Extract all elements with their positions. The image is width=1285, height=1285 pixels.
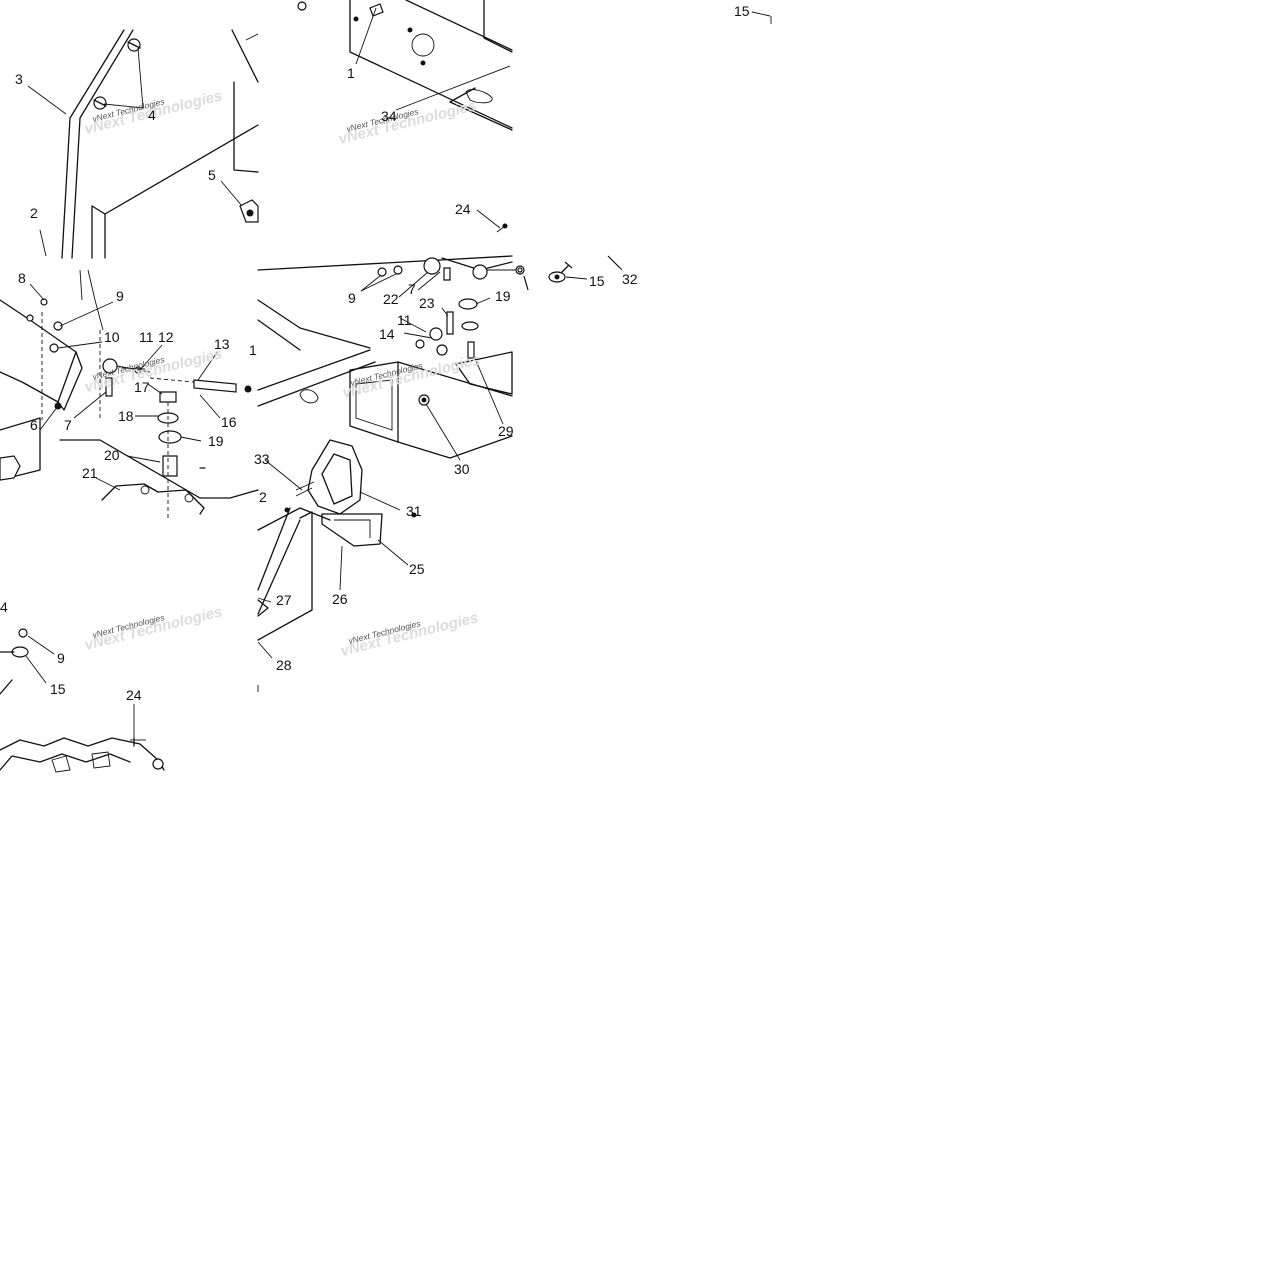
callout-7: 7 [408, 281, 416, 297]
callout-31: 31 [406, 503, 422, 519]
callout-10: 10 [104, 329, 120, 345]
roll-bar-tube [61, 29, 134, 259]
fastener-part-5 [239, 199, 259, 223]
callout-16: 16 [221, 414, 237, 430]
fastener-part-24-top [496, 223, 508, 233]
pedal-plate [299, 361, 513, 459]
eye-bolt-part-15 [548, 261, 573, 283]
callout-8: 8 [18, 270, 26, 286]
callout-12: 12 [158, 329, 174, 345]
callout-13: 13 [214, 336, 230, 352]
mounting-plate [349, 0, 513, 131]
tile-bracket-top-middle [297, 0, 513, 233]
body-panel [91, 29, 259, 259]
callout-1: 1 [249, 342, 257, 358]
watermark-2: vNext Technologies vNext Technologies [337, 97, 478, 148]
callout-23: 23 [419, 295, 435, 311]
fastener-part-1 [297, 1, 384, 17]
side-frame [0, 269, 104, 481]
callout-15: 15 [734, 3, 750, 19]
bolt-part-30 [418, 394, 430, 406]
leader-lines [25, 7, 771, 738]
callout-22: 22 [383, 291, 399, 307]
callout-3: 3 [15, 71, 23, 87]
callout-26: 26 [332, 591, 348, 607]
callout-2: 2 [30, 205, 38, 221]
callout-33: 33 [254, 451, 270, 467]
nuts-8-9-10 [26, 298, 63, 353]
callout-6: 6 [30, 417, 38, 433]
tile-pedal-bracket-center [257, 255, 529, 515]
watermark-5: vNext Technologies vNext Technologies [83, 603, 224, 654]
callout-18: 18 [118, 408, 134, 424]
callout-25: 25 [409, 561, 425, 577]
rod-end-part-15-lower [0, 628, 29, 695]
callout-5: 5 [208, 167, 216, 183]
callout-11: 11 [139, 329, 154, 345]
callout-2: 2 [259, 489, 267, 505]
tile-linkage-middle-left [0, 269, 259, 520]
callout-1: 1 [347, 65, 355, 81]
callout-19: 19 [208, 433, 224, 449]
tile-eye-bolt-right [548, 255, 621, 283]
callout-27: 27 [276, 592, 292, 608]
rod-end-part-15-mid [487, 265, 529, 291]
callout-9: 9 [348, 290, 356, 306]
callout-14: 14 [379, 326, 395, 342]
callout-20: 20 [104, 447, 120, 463]
bushing-part-left [0, 455, 21, 481]
tie-rod-part-24 [0, 737, 165, 773]
callout-29: 29 [498, 423, 514, 439]
rod-part-13 [149, 377, 237, 393]
callout-15: 15 [589, 273, 605, 289]
callout-19: 19 [495, 288, 511, 304]
callout-7: 7 [64, 417, 72, 433]
bushings-19-23 [446, 298, 479, 359]
tile-frame-top-left [61, 29, 259, 259]
tile-steering-lower-left [0, 628, 165, 773]
pivots-7-11-14-22 [377, 257, 488, 356]
watermark-6: vNext Technologies vNext Technologies [339, 609, 480, 660]
callout-4: 4 [0, 599, 8, 615]
callout-9: 9 [57, 650, 65, 666]
callout-17: 17 [134, 379, 150, 395]
callout-24: 24 [126, 687, 142, 703]
tile-bracket-lower-center [257, 507, 417, 692]
callout-32: 32 [622, 271, 638, 287]
arm-part-21 [59, 439, 259, 515]
callout-11: 11 [397, 312, 412, 328]
housing-part-31 [295, 439, 363, 515]
callout-4: 4 [148, 107, 156, 123]
pivot-stack-18-19-20 [157, 391, 182, 520]
callout-34: 34 [381, 108, 397, 124]
callout-21: 21 [82, 465, 98, 481]
callout-15: 15 [50, 681, 66, 697]
callout-labels: 3 4 5 2 1 34 24 15 8 9 10 11 12 13 1 17 … [0, 3, 750, 703]
grommet-parts-4 [93, 38, 141, 110]
callout-28: 28 [276, 657, 292, 673]
callout-24: 24 [455, 201, 471, 217]
callout-9: 9 [116, 288, 124, 304]
watermark-4: vNext Technologies vNext Technologies [341, 351, 482, 402]
callout-30: 30 [454, 461, 470, 477]
